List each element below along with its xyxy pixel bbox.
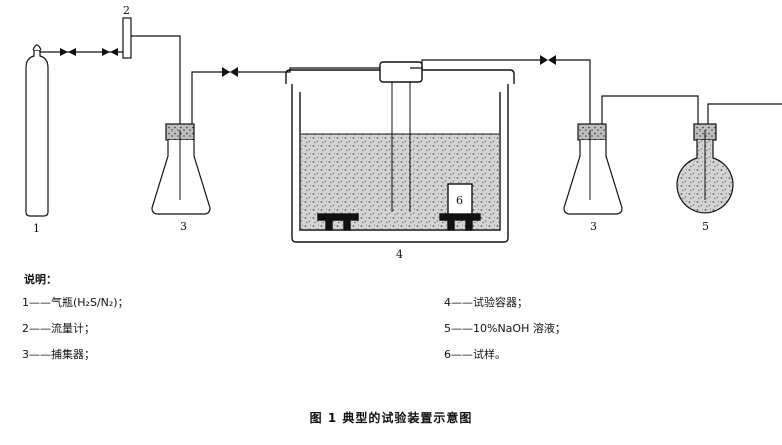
legend-item: 5——10%NaOH 溶液； (444, 322, 566, 335)
legend-heading: 说明： (24, 273, 57, 286)
label-trap-right: 3 (590, 220, 597, 233)
legend-item: 1——气瓶(H₂S/N₂)； (22, 296, 129, 309)
label-flask: 5 (702, 220, 709, 233)
valve-icon (222, 67, 238, 77)
legend-item: 6——试样。 (444, 348, 506, 361)
trap-right (563, 123, 623, 215)
figure-caption: 图 1 典型的试验装置示意图 (309, 411, 473, 425)
valve-icon (60, 48, 76, 56)
legend-item: 3——捕集器； (22, 348, 95, 361)
label-cylinder: 1 (33, 222, 40, 235)
test-vessel (285, 61, 515, 243)
tubing (410, 59, 591, 130)
label-vessel: 4 (396, 248, 403, 261)
legend-item: 4——试验容器； (444, 296, 528, 309)
apparatus-diagram: 1 2 3 (25, 4, 782, 261)
flowmeter (122, 17, 132, 59)
label-sample: 6 (456, 194, 463, 207)
trap-left (151, 123, 211, 215)
tubing (601, 95, 782, 130)
label-trap-left: 3 (180, 220, 187, 233)
label-flowmeter: 2 (123, 4, 130, 17)
tubing (131, 35, 230, 130)
tubing (39, 50, 123, 53)
valve-icon (540, 55, 556, 65)
gas-cylinder (25, 44, 49, 217)
naoh-flask (676, 123, 734, 214)
legend-item: 2——流量计； (22, 322, 95, 335)
valve-icon (102, 48, 118, 56)
